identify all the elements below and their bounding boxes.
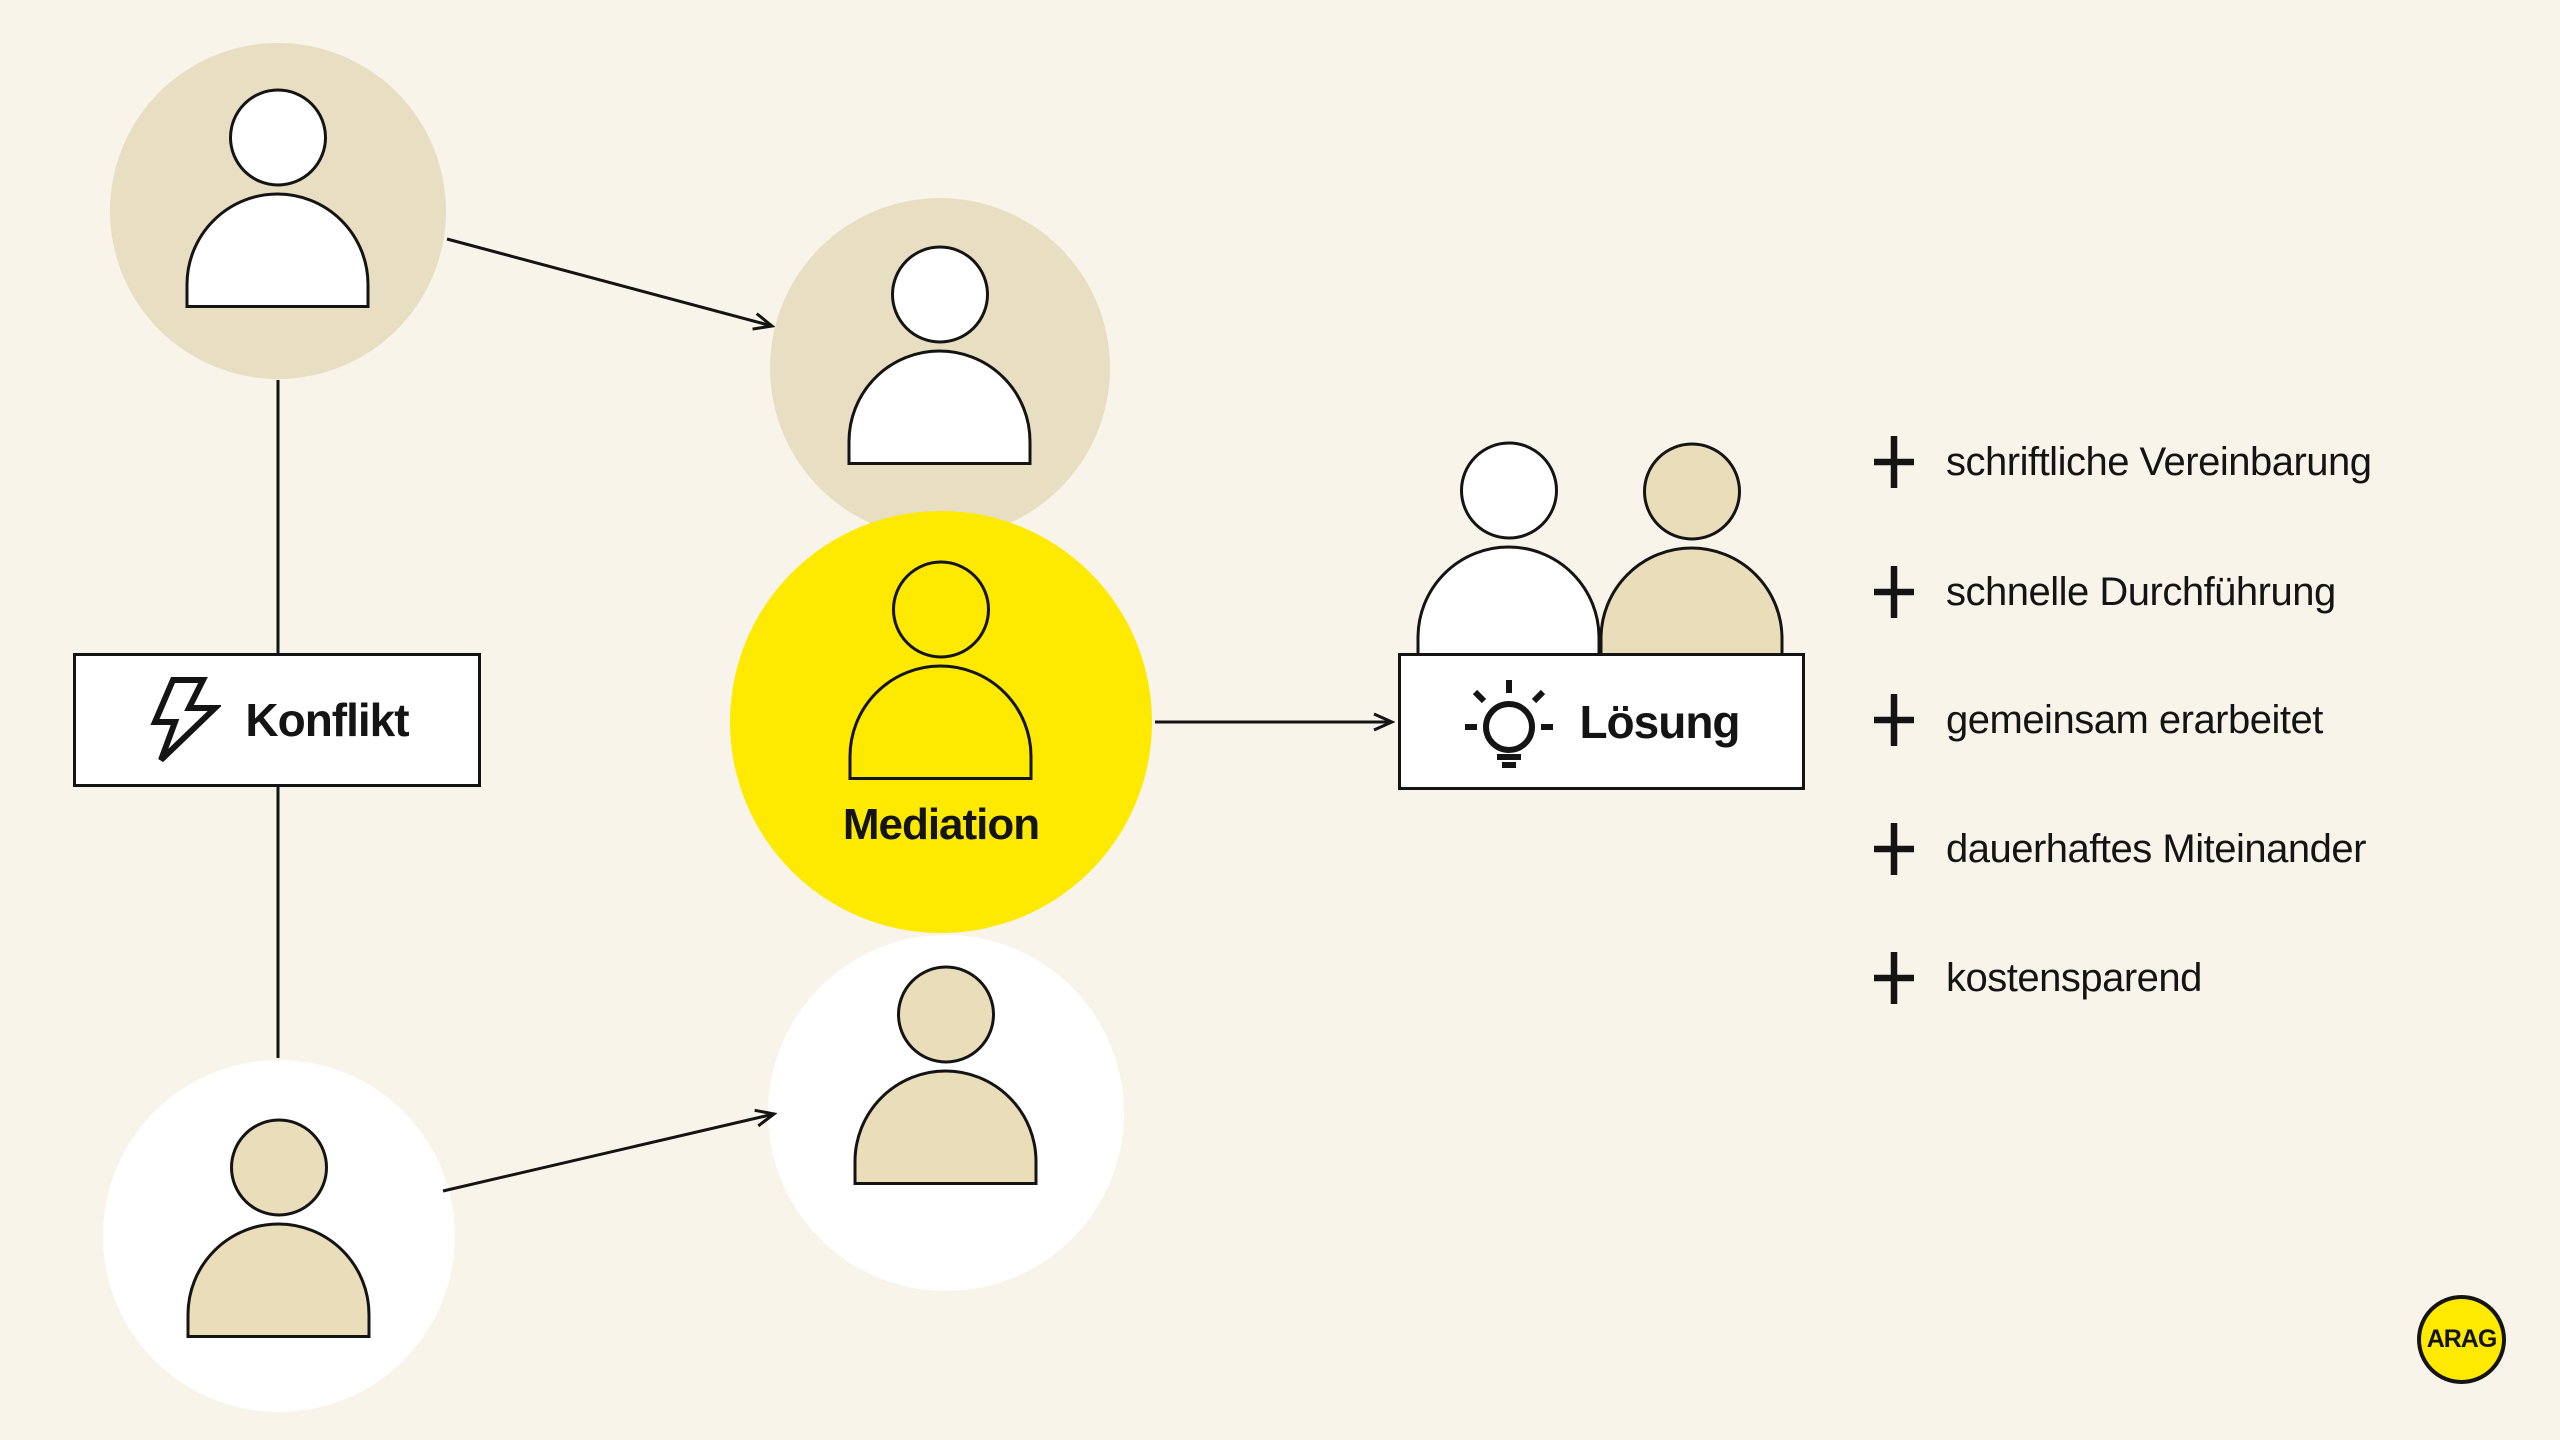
arag-logo: ARAG: [2417, 1295, 2506, 1384]
arrow-party-a-to-mediation: [446, 237, 772, 326]
lightbulb-icon: [1465, 679, 1554, 768]
loesung-node: Lösung: [1398, 653, 1805, 790]
benefit-label: gemeinsam erarbeitet: [1946, 697, 2323, 742]
plus-icon: [1874, 694, 1914, 746]
benefit-label: kostensparend: [1946, 955, 2202, 1000]
plus-icon: [1874, 823, 1914, 875]
plus-icon: [1874, 566, 1914, 618]
plus-icon: [1874, 436, 1914, 488]
benefit-label: schriftliche Vereinbarung: [1946, 439, 2372, 484]
person-icon-solution-right: [1599, 442, 1784, 662]
arag-logo-text: ARAG: [2426, 1325, 2498, 1353]
mediation-label: Mediation: [842, 800, 1040, 849]
konflikt-label: Konflikt: [245, 694, 409, 746]
benefit-item: schnelle Durchführung: [1872, 562, 2336, 622]
benefit-label: schnelle Durchführung: [1946, 569, 2336, 614]
person-icon-solution-left: [1416, 441, 1601, 661]
benefit-item: kostensparend: [1872, 948, 2202, 1008]
loesung-label: Lösung: [1579, 695, 1740, 748]
arrow-party-b-to-mediation: [442, 1114, 774, 1193]
benefit-item: schriftliche Vereinbarung: [1872, 432, 2372, 492]
benefit-item: dauerhaftes Miteinander: [1872, 819, 2366, 879]
konflikt-node: Konflikt: [73, 653, 481, 787]
lightning-icon: [150, 677, 222, 763]
plus-icon: [1874, 952, 1914, 1004]
benefit-label: dauerhaftes Miteinander: [1946, 826, 2366, 871]
benefit-item: gemeinsam erarbeitet: [1872, 690, 2323, 750]
